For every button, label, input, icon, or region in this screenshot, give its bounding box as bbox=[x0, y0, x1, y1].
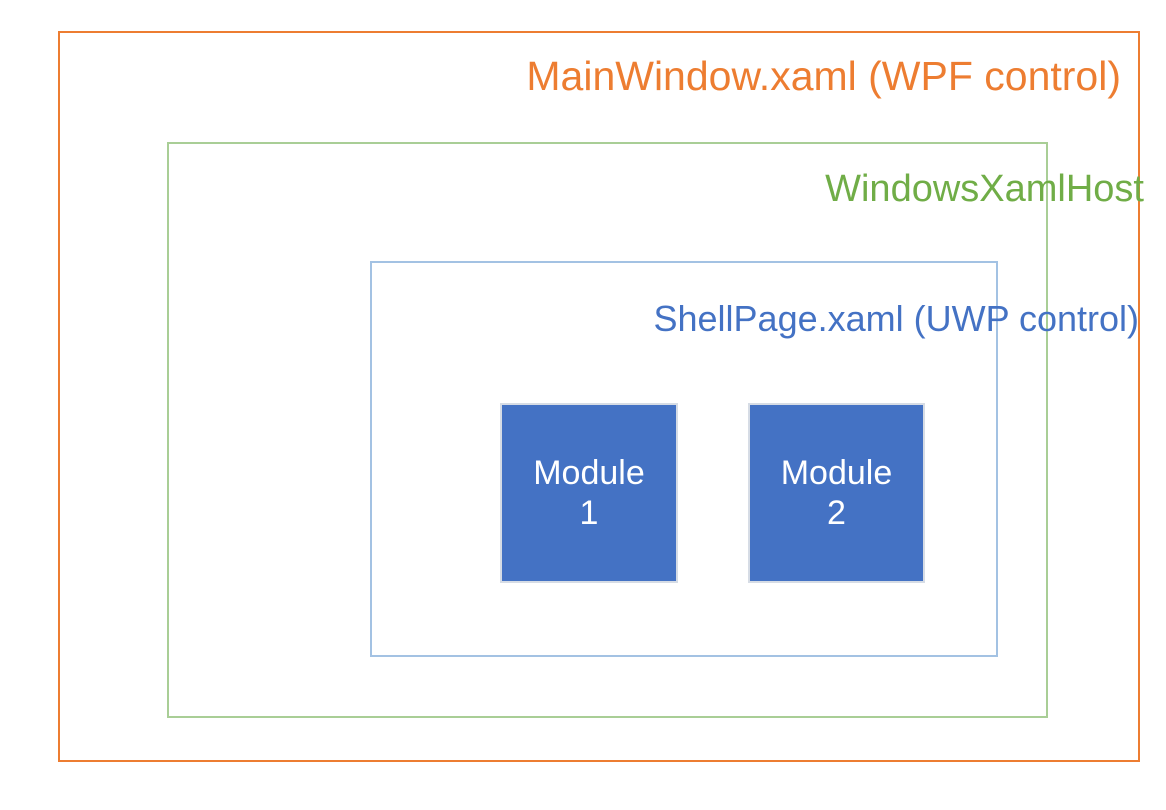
module-block-2: Module 2 bbox=[748, 403, 925, 583]
layer-label-shellpage: ShellPage.xaml (UWP control) bbox=[653, 298, 1139, 339]
layer-label-mainwindow: MainWindow.xaml (WPF control) bbox=[526, 53, 1121, 99]
module-block-1-name: Module bbox=[533, 453, 645, 492]
layer-box-shellpage bbox=[370, 261, 998, 657]
module-block-2-index: 2 bbox=[827, 494, 846, 532]
layer-box-windowsxamlhost bbox=[167, 142, 1048, 718]
layer-label-windowsxamlhost: WindowsXamlHost bbox=[825, 168, 1144, 210]
module-block-1-index: 1 bbox=[579, 494, 599, 532]
module-block-1: Module 1 bbox=[500, 403, 678, 583]
module-block-2-name: Module bbox=[780, 453, 893, 492]
layer-box-mainwindow bbox=[58, 31, 1140, 762]
